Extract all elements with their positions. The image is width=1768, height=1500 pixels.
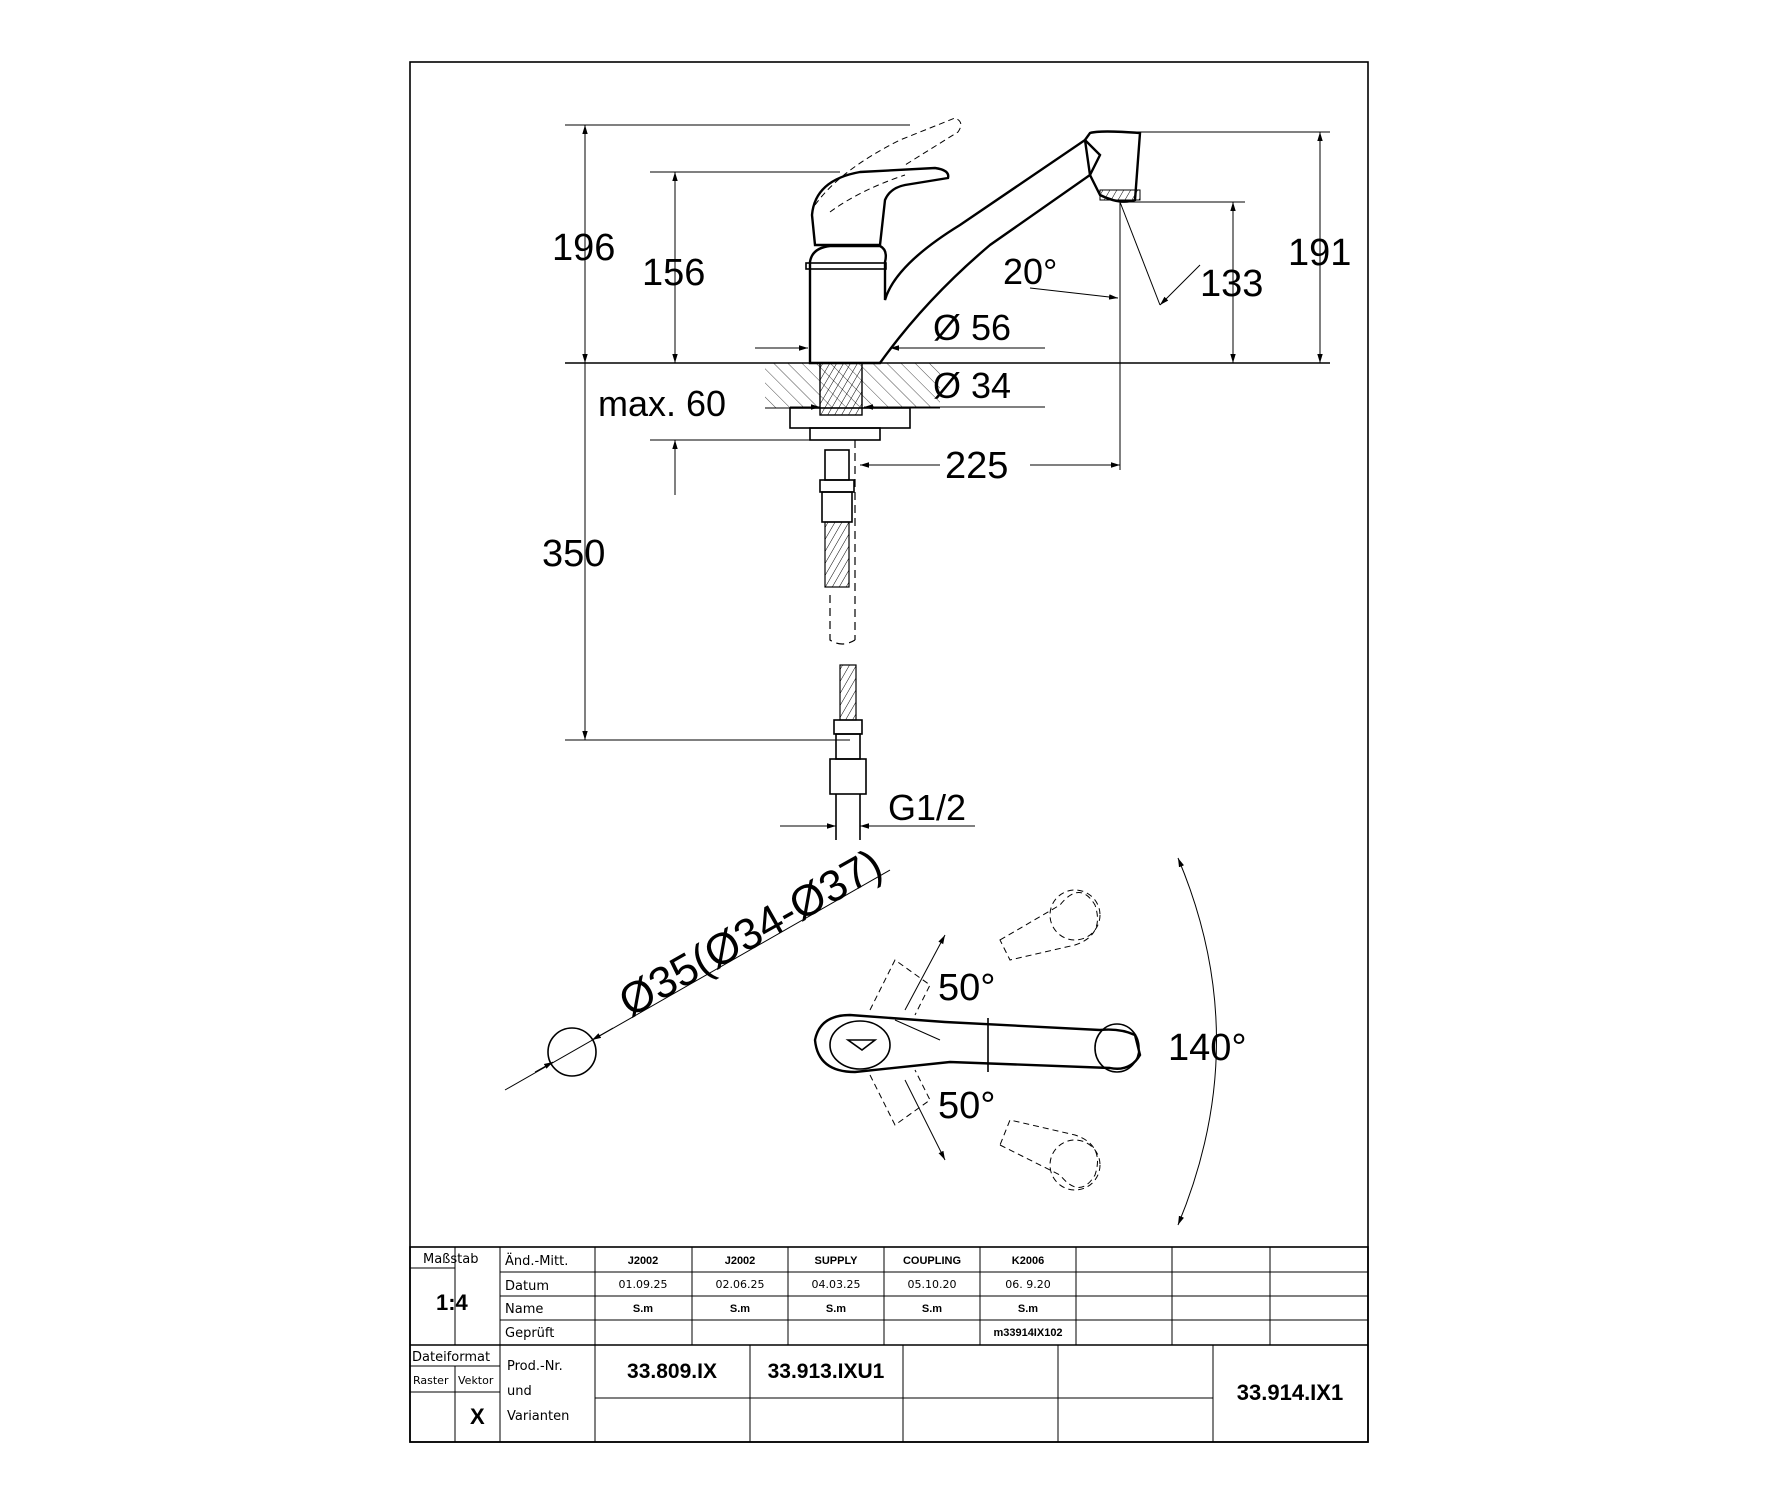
dim-196: 196 bbox=[552, 227, 615, 269]
angle-50-bottom: 50° bbox=[938, 1085, 995, 1127]
title-block: Maßstab 1:4 Änd.-Mitt. Datum Name Geprüf… bbox=[409, 1246, 1369, 1443]
change-date: 01.09.25 bbox=[619, 1278, 668, 1291]
prod-label-3: Varianten bbox=[507, 1409, 569, 1424]
prod-label-2: und bbox=[507, 1384, 532, 1399]
row-label-date: Datum bbox=[505, 1279, 549, 1294]
dim-191: 191 bbox=[1288, 232, 1351, 274]
change-column-1: J2002 01.09.25 S.m bbox=[619, 1255, 668, 1315]
lever-top-view: 50° 50° 140° bbox=[813, 857, 1247, 1226]
scale-value: 1:4 bbox=[436, 1290, 469, 1315]
change-date: 02.06.25 bbox=[716, 1278, 765, 1291]
dim-350: 350 bbox=[542, 533, 605, 575]
change-column-3: SUPPLY 04.03.25 S.m bbox=[812, 1255, 861, 1315]
row-label-checked: Geprüft bbox=[505, 1326, 554, 1341]
change-name: S.m bbox=[1018, 1303, 1038, 1315]
change-column-4: COUPLING 05.10.20 S.m bbox=[903, 1255, 961, 1315]
change-name: S.m bbox=[826, 1303, 846, 1315]
row-label-change: Änd.-Mitt. bbox=[505, 1253, 568, 1269]
change-name: S.m bbox=[922, 1303, 942, 1315]
dim-g-half-inch: G1/2 bbox=[888, 787, 966, 828]
row-label-name: Name bbox=[505, 1302, 543, 1317]
change-code: J2002 bbox=[725, 1255, 756, 1267]
dim-225: 225 bbox=[945, 445, 1008, 487]
change-code: SUPPLY bbox=[814, 1255, 858, 1267]
scale-label: Maßstab bbox=[423, 1252, 478, 1267]
dim-hole-diameter: Ø35(Ø34-Ø37) bbox=[611, 840, 891, 1027]
angle-50-top: 50° bbox=[938, 967, 995, 1009]
vector-mark: X bbox=[470, 1404, 485, 1429]
dim-156: 156 bbox=[642, 252, 705, 294]
dim-133: 133 bbox=[1200, 263, 1263, 305]
change-name: S.m bbox=[730, 1303, 750, 1315]
dim-20-deg: 20° bbox=[1003, 251, 1057, 292]
faucet-side-view bbox=[565, 117, 1330, 840]
change-date: 06. 9.20 bbox=[1005, 1278, 1050, 1291]
dim-max-60: max. 60 bbox=[598, 383, 726, 424]
dim-diameter-34: Ø 34 bbox=[933, 365, 1011, 406]
change-date: 04.03.25 bbox=[812, 1278, 861, 1291]
change-checked: m33914IX102 bbox=[993, 1327, 1062, 1339]
change-code: COUPLING bbox=[903, 1255, 961, 1267]
dimension-labels: 196 156 191 133 20° Ø 56 Ø 34 max. 60 22… bbox=[542, 227, 1351, 828]
change-code: J2002 bbox=[628, 1255, 659, 1267]
dim-diameter-56: Ø 56 bbox=[933, 307, 1011, 348]
prod-label-1: Prod.-Nr. bbox=[507, 1359, 563, 1374]
angle-140: 140° bbox=[1168, 1027, 1247, 1069]
file-format-label: Dateiformat bbox=[412, 1350, 490, 1365]
change-code: K2006 bbox=[1012, 1255, 1044, 1267]
change-column-2: J2002 02.06.25 S.m bbox=[716, 1255, 765, 1315]
product-number: 33.914.IX1 bbox=[1237, 1380, 1343, 1405]
vector-label: Vektor bbox=[458, 1374, 494, 1387]
raster-label: Raster bbox=[413, 1374, 449, 1387]
variant-1: 33.809.IX bbox=[627, 1360, 717, 1383]
change-column-5: K2006 06. 9.20 S.m m33914IX102 bbox=[993, 1255, 1062, 1339]
change-date: 05.10.20 bbox=[908, 1278, 957, 1291]
mounting-hole-detail: Ø35(Ø34-Ø37) bbox=[504, 840, 891, 1091]
variant-2: 33.913.IXU1 bbox=[768, 1360, 885, 1383]
dimension-lines bbox=[565, 124, 1330, 829]
change-name: S.m bbox=[633, 1303, 653, 1315]
